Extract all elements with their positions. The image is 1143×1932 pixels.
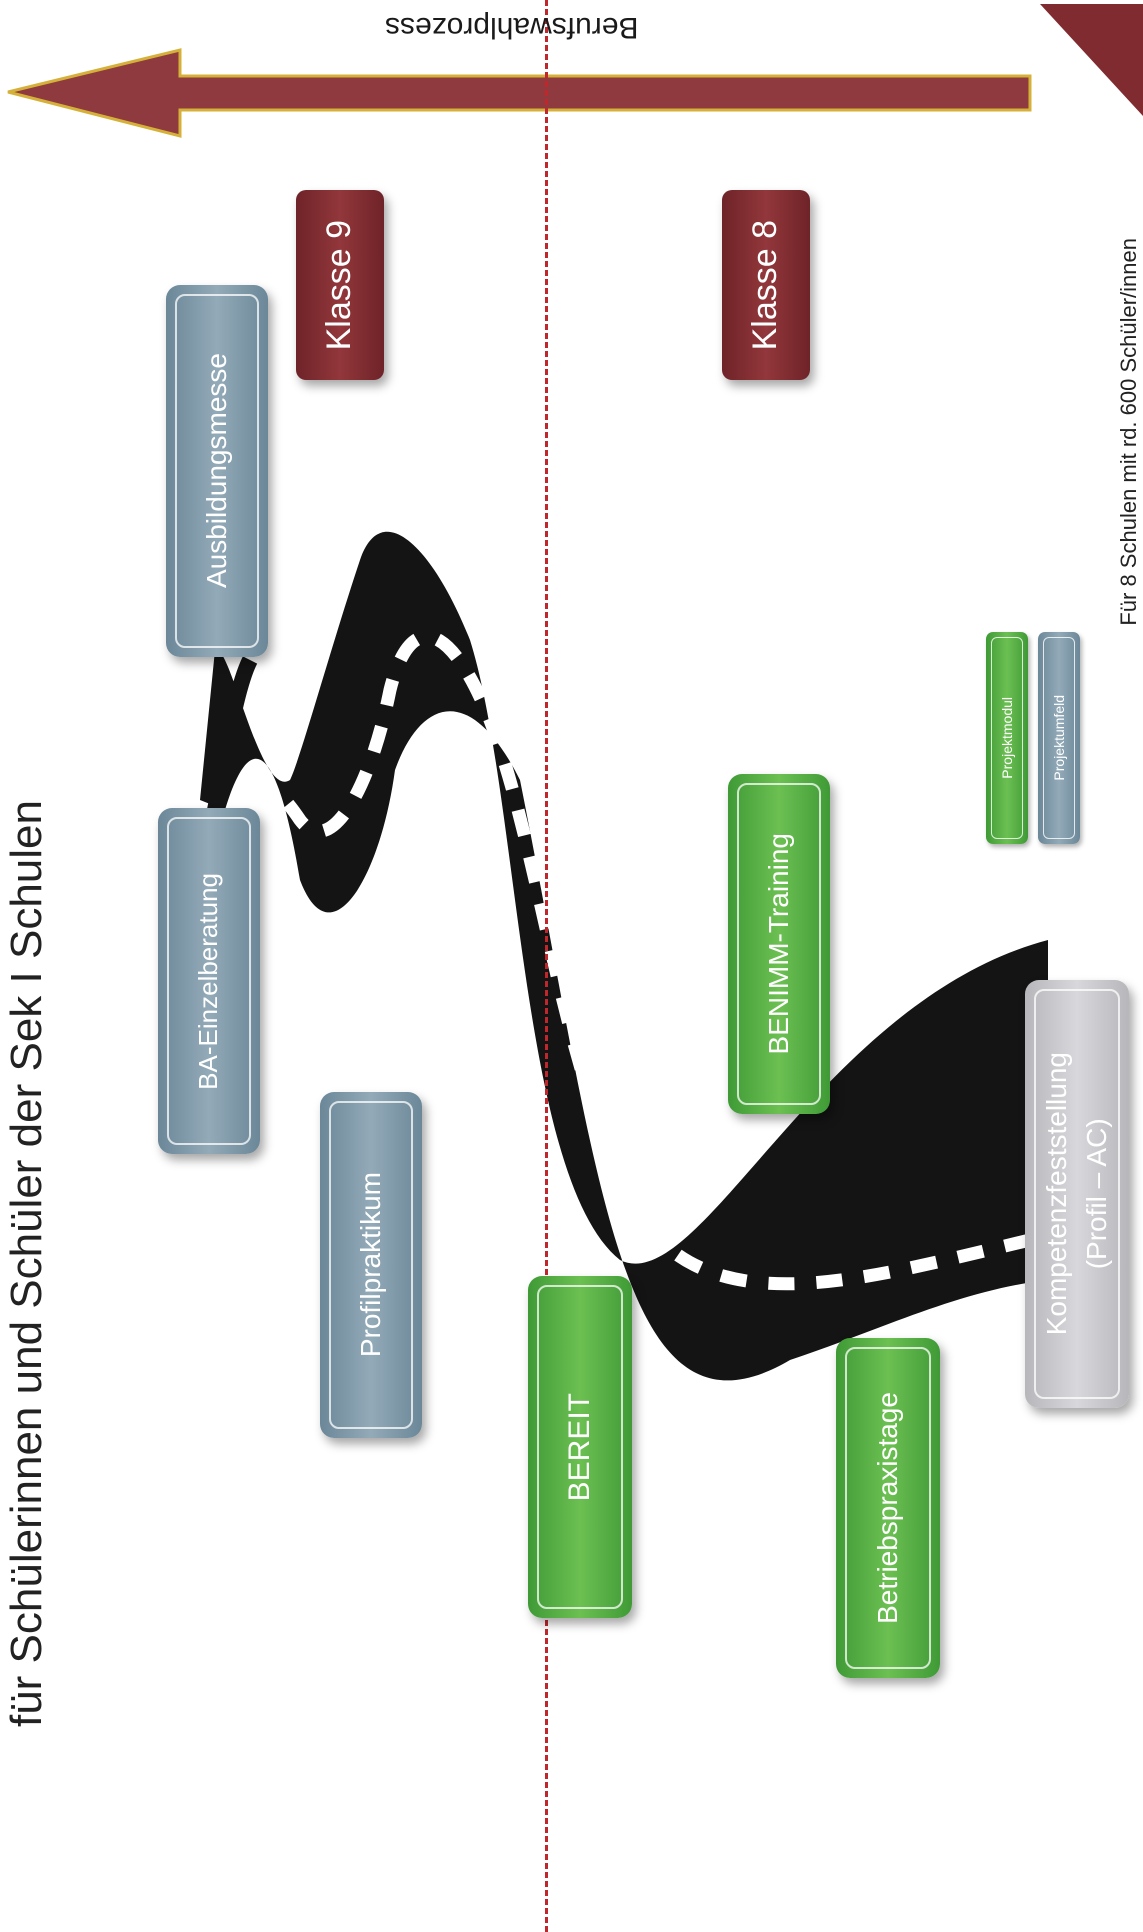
dashed-divider (545, 0, 548, 1932)
module-ba-einzelberatung: BA-Einzelberatung (158, 808, 260, 1154)
grade-klasse-9: Klasse 9 (296, 190, 384, 380)
grade-klasse-8: Klasse 8 (722, 190, 810, 380)
legend-projektumfeld: Projektumfeld (1038, 632, 1080, 844)
legend-projektmodul: Projektmodul (986, 632, 1028, 844)
module-kompetenzfeststellung: Kompetenzfeststellung (Profil – AC) (1025, 980, 1129, 1408)
process-arrow (7, 48, 1032, 138)
legend-projektumfeld-label: Projektumfeld (1050, 695, 1067, 781)
module-ba-einzelberatung-label: BA-Einzelberatung (193, 872, 224, 1090)
grade-klasse-8-label: Klasse 8 (746, 219, 785, 351)
module-ausbildungsmesse: Ausbildungsmesse (166, 285, 268, 657)
module-profilpraktikum: Profilpraktikum (320, 1092, 422, 1438)
module-betriebspraxistage: Betriebspraxistage (836, 1338, 940, 1678)
module-kompetenzfeststellung-line1: Kompetenzfeststellung (1041, 1052, 1072, 1336)
module-benimm-training-label: BENIMM-Training (762, 833, 794, 1055)
module-kompetenzfeststellung-line2: (Profil – AC) (1081, 1118, 1112, 1270)
road (200, 531, 1048, 1381)
module-ausbildungsmesse-label: Ausbildungsmesse (200, 353, 232, 589)
module-profilpraktikum-label: Profilpraktikum (354, 1172, 386, 1358)
module-benimm-training: BENIMM-Training (728, 774, 830, 1114)
corner-triangle (1040, 4, 1143, 116)
process-arrow-label: Berufswahlprozess (385, 11, 639, 44)
road-upper-curve (207, 656, 258, 812)
module-bereit: BEREIT (528, 1276, 632, 1618)
module-bereit-label: BEREIT (562, 1392, 596, 1502)
legend-projektmodul-label: Projektmodul (998, 697, 1015, 779)
road-center-dashes (250, 630, 1032, 1291)
grade-klasse-9-label: Klasse 9 (320, 219, 359, 351)
module-kompetenzfeststellung-label: Kompetenzfeststellung (Profil – AC) (1037, 1052, 1117, 1335)
module-betriebspraxistage-label: Betriebspraxistage (871, 1392, 903, 1624)
